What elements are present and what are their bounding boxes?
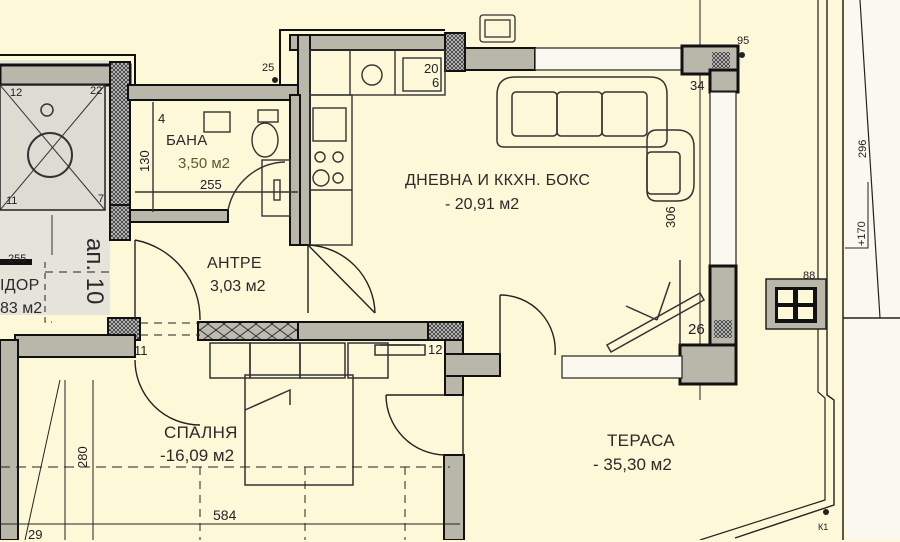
- dim-living-depth: 306: [663, 206, 678, 228]
- column-25: 25: [262, 62, 275, 74]
- dim-bathroom-width: 255: [200, 177, 222, 192]
- dimension-lines: [0, 262, 460, 540]
- mark-29: 29: [28, 527, 43, 542]
- corner-26: 26: [688, 321, 705, 338]
- room-area-entry: 3,03 м2: [210, 278, 266, 295]
- room-name-living-kitchen: ДНЕВНА И ККХН. БОКС: [405, 172, 591, 189]
- riser-symbols: [0, 52, 829, 515]
- elevator-mark-7: 7: [98, 193, 105, 205]
- exterior-strip: [842, 0, 900, 540]
- room-name-bathroom: БАНА: [166, 132, 208, 149]
- dim-bedroom-width: 584: [213, 507, 237, 523]
- room-area-corridor: 83 м2: [0, 300, 43, 317]
- room-name-bedroom: СПАЛНЯ: [164, 423, 238, 442]
- tv-stand: [605, 260, 706, 354]
- slope-296: 296: [857, 139, 869, 158]
- doors: [134, 239, 556, 456]
- elevator-mark-22: 22: [90, 85, 103, 97]
- kitchen-counters: [309, 49, 446, 246]
- room-area-terrace: - 35,30 м2: [593, 455, 672, 474]
- room-name-corridor: ІДОР: [0, 277, 40, 294]
- sofa: [496, 76, 695, 202]
- level-170: +170: [856, 221, 868, 246]
- vent-88: 88: [803, 270, 816, 282]
- apartment-label: ап. 10: [81, 238, 108, 305]
- chair: [479, 14, 516, 43]
- bathroom-fixtures: [135, 102, 298, 217]
- bedroom-furniture: [209, 342, 426, 486]
- mark-11: 11: [134, 343, 148, 358]
- drain-k1: К1: [818, 522, 829, 532]
- dim-bathroom-height: 130: [137, 150, 152, 172]
- dim-bedroom-height: 280: [75, 446, 90, 468]
- mark-12: 12: [428, 342, 443, 357]
- vent-shaft: [765, 278, 827, 330]
- elevator-mark-11: 11: [6, 195, 18, 207]
- room-name-terrace: ТЕРАСА: [607, 431, 675, 450]
- kitchen-20: 20: [424, 61, 439, 76]
- elevator-shaft: [0, 60, 132, 315]
- room-area-bedroom: -16,09 м2: [160, 446, 235, 465]
- dim-corridor: 255: [8, 253, 27, 265]
- walls: [0, 29, 740, 540]
- kitchen-6: 6: [432, 75, 440, 90]
- room-area-bathroom: 3,50 м2: [178, 155, 231, 172]
- room-area-living-kitchen: - 20,91 м2: [445, 196, 520, 213]
- room-name-entry: АНТРЕ: [207, 255, 262, 272]
- riser-95: 95: [737, 35, 750, 47]
- elevator-mark-12: 12: [10, 87, 23, 99]
- bath-marker: 4: [158, 111, 166, 126]
- corner-34: 34: [690, 78, 705, 93]
